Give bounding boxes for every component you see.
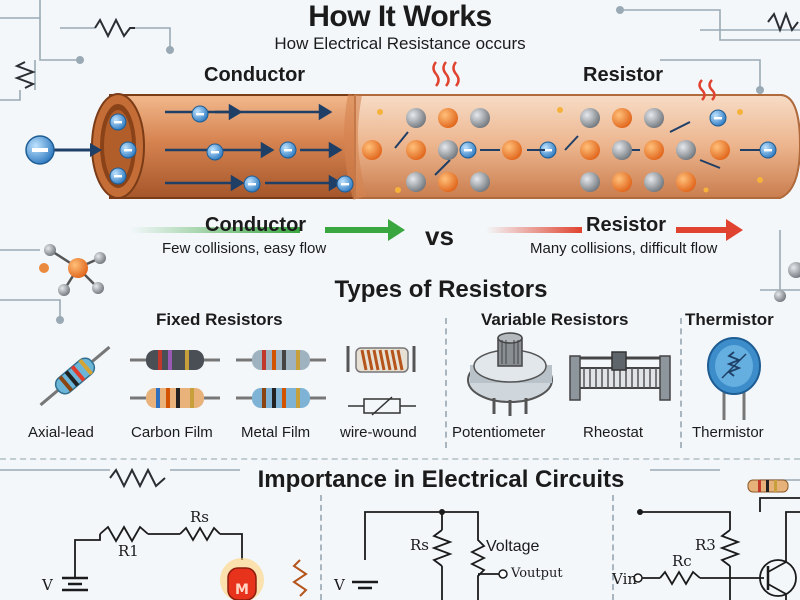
page-subtitle: How Electrical Resistance occurs — [274, 34, 526, 53]
rheostat — [569, 351, 671, 401]
circuit2-voltage-title: Voltage — [486, 538, 540, 555]
circuit2-voutput-label: Voutput — [511, 566, 563, 581]
collision-arrows — [394, 121, 760, 176]
circuit-3 — [640, 497, 800, 600]
conductor-flow-arrows — [165, 103, 343, 192]
circuit1-r1-label: R1 — [118, 542, 139, 560]
variable-resistors-title: Variable Resistors — [481, 310, 629, 329]
page-title: How It Works — [308, 0, 492, 33]
heat-icon — [432, 61, 716, 101]
type-label-metal-film: Metal Film — [241, 424, 311, 441]
versus-label: vs — [425, 221, 454, 251]
circuit-1 — [62, 525, 243, 592]
circuit3-vin-label: Vin — [612, 570, 638, 588]
circuit-3-resistor-top — [747, 479, 789, 493]
wire-wound-resistor — [346, 346, 416, 416]
types-section-title: Types of Resistors — [334, 276, 548, 303]
circuit2-voltage-label: V — [334, 576, 345, 594]
thermistor-component — [707, 337, 761, 420]
comparison-resistor-label: Resistor — [586, 214, 667, 236]
type-label-axial-lead: Axial-lead — [28, 424, 94, 441]
fixed-resistors-title: Fixed Resistors — [156, 310, 283, 329]
circuit-divider-2 — [612, 495, 614, 600]
circuit2-rs-label: Rs — [410, 536, 429, 554]
wire-conductor-label: Conductor — [204, 64, 306, 86]
circuit1-rs-label: Rs — [190, 508, 209, 526]
type-label-carbon-film: Carbon Film — [131, 424, 213, 441]
circuit3-r3-label: R3 — [695, 536, 716, 554]
metal-film-resistors — [236, 350, 326, 408]
heat-sparks — [377, 107, 763, 193]
background-resistor-icon — [14, 11, 799, 489]
types-divider-1 — [445, 318, 447, 448]
svg-text:M: M — [235, 582, 249, 598]
electron-minus-signs — [114, 113, 772, 186]
type-label-potentiometer: Potentiometer — [452, 424, 546, 441]
type-label-rheostat: Rheostat — [583, 424, 644, 441]
type-label-thermistor: Thermistor — [692, 424, 764, 441]
circuit-2 — [352, 511, 500, 600]
circuit3-rc-label: Rc — [672, 552, 692, 570]
led-icon: M — [220, 558, 264, 600]
thermistor-title: Thermistor — [685, 310, 774, 329]
types-divider-2 — [680, 318, 682, 448]
circuit-divider-1 — [320, 495, 322, 600]
trace-nodes — [56, 6, 764, 324]
axial-lead-resistor — [39, 345, 111, 407]
carbon-film-resistors — [130, 350, 220, 408]
comparison-conductor-caption: Few collisions, easy flow — [162, 240, 327, 257]
conductor-arrow-bar — [130, 227, 300, 233]
conductor-arrow-head — [388, 219, 405, 241]
potentiometer — [467, 332, 553, 416]
molecule-icon — [39, 244, 106, 296]
resistor-arrow-bar — [486, 227, 582, 233]
comparison-resistor-caption: Many collisions, difficult flow — [530, 240, 718, 257]
comparison-conductor-label: Conductor — [205, 214, 307, 236]
circuit-1-extra-resistor — [292, 559, 308, 597]
incoming-electron — [25, 135, 102, 165]
atom-lattice — [362, 108, 730, 192]
circuit1-voltage-label: V — [42, 576, 53, 594]
resistor-arrow-head — [726, 219, 743, 241]
wire-resistor-label: Resistor — [583, 64, 664, 86]
type-label-wire-wound: wire-wound — [340, 424, 417, 441]
section-separator — [0, 458, 800, 460]
importance-section-title: Importance in Electrical Circuits — [257, 466, 625, 493]
